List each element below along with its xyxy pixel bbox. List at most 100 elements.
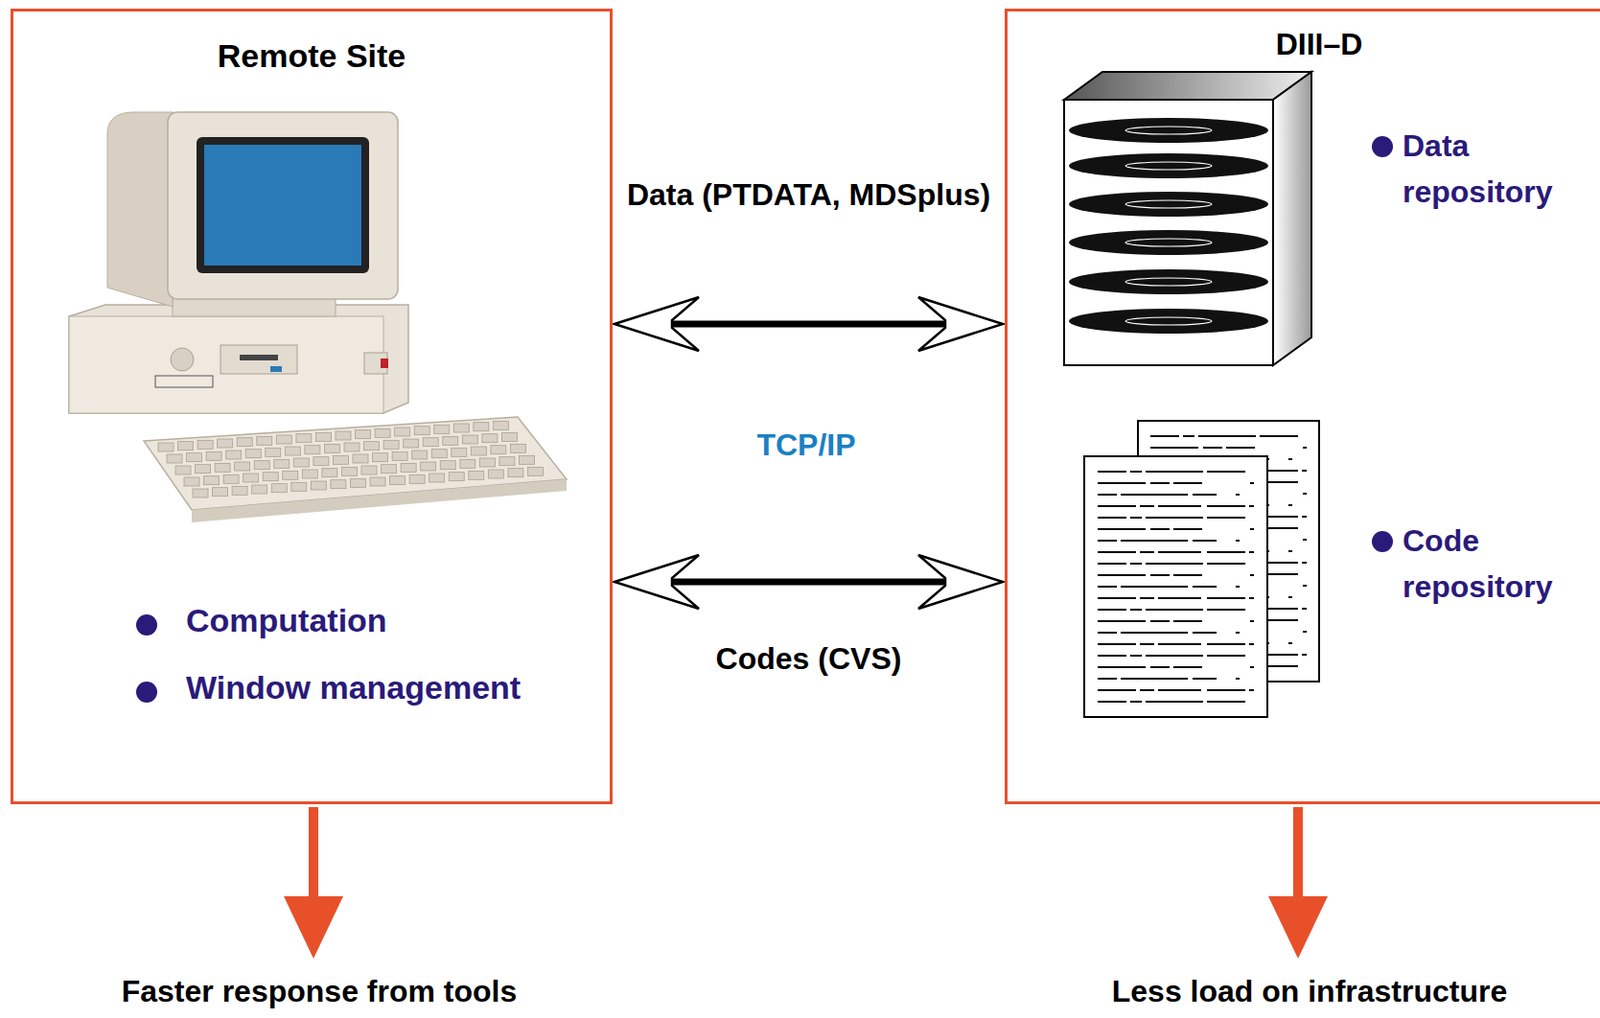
platter-hub xyxy=(1125,238,1212,247)
key xyxy=(364,441,380,451)
key xyxy=(370,477,386,487)
key xyxy=(310,481,326,490)
code-line xyxy=(1097,551,1254,554)
key xyxy=(291,482,307,491)
key xyxy=(462,435,478,444)
platter-hub xyxy=(1125,278,1212,286)
code-line xyxy=(1097,482,1254,485)
key xyxy=(501,432,517,441)
bullet-dot xyxy=(1371,531,1393,553)
platter xyxy=(1068,191,1269,217)
key xyxy=(284,446,301,456)
key xyxy=(431,449,447,459)
node-title: Remote Site xyxy=(13,36,610,75)
platter-hub xyxy=(1125,200,1212,209)
node-title: DIII–D xyxy=(1151,24,1487,64)
key xyxy=(400,463,417,472)
key xyxy=(490,445,507,455)
key xyxy=(422,438,439,447)
arrow-shaft xyxy=(308,807,319,908)
arrow-head xyxy=(614,297,699,351)
key xyxy=(508,468,524,478)
key xyxy=(335,431,351,441)
key xyxy=(487,469,504,479)
key xyxy=(262,472,279,482)
case-front xyxy=(69,316,384,414)
key xyxy=(344,442,360,452)
bullet-dot xyxy=(136,614,158,636)
bullet-item: Code repository xyxy=(1402,517,1595,610)
key xyxy=(383,440,399,449)
code-line xyxy=(1097,597,1254,600)
site-box: DIII–DData repositoryCode repository xyxy=(1004,8,1600,805)
key xyxy=(442,436,459,445)
arrow-shaft xyxy=(672,321,946,328)
key xyxy=(184,477,200,487)
key xyxy=(301,469,318,479)
arrow-head xyxy=(1268,896,1328,959)
code-line xyxy=(1097,654,1254,657)
arrow-shaft xyxy=(672,579,946,586)
key xyxy=(212,487,229,497)
code-line xyxy=(1097,539,1254,542)
key xyxy=(166,454,183,464)
key xyxy=(324,443,340,453)
platter xyxy=(1068,269,1269,295)
bullet-item: Window management xyxy=(185,668,599,707)
key xyxy=(330,480,347,489)
floppy-slot xyxy=(239,354,279,361)
key xyxy=(492,420,509,430)
key xyxy=(448,472,464,482)
cabinet-top xyxy=(1064,71,1312,100)
platter xyxy=(1068,153,1269,179)
code-line xyxy=(1097,574,1254,577)
platter-hub xyxy=(1125,162,1212,170)
platter xyxy=(1068,230,1269,256)
key xyxy=(429,473,445,483)
key xyxy=(217,439,233,448)
computer-illustration xyxy=(69,112,567,523)
site-box: Remote SiteComputationWindow management xyxy=(10,8,613,805)
outcome-arrow xyxy=(1268,807,1328,959)
floppy-drive xyxy=(220,345,298,374)
key xyxy=(282,470,299,480)
code-line xyxy=(1097,528,1254,531)
key xyxy=(451,447,467,457)
code-line xyxy=(1097,516,1254,519)
key xyxy=(482,434,498,443)
key xyxy=(374,428,391,438)
code-line xyxy=(1097,620,1254,623)
arrow-head xyxy=(283,896,344,959)
key xyxy=(175,465,191,475)
code-line xyxy=(1097,562,1254,565)
key xyxy=(234,462,251,471)
code-line xyxy=(1097,689,1254,692)
screen-bezel xyxy=(196,137,370,274)
outcome-label: Faster response from tools xyxy=(121,972,518,1011)
code-line xyxy=(1097,643,1254,646)
key xyxy=(352,454,369,464)
code-line xyxy=(1097,631,1254,634)
monitor-front xyxy=(167,112,398,300)
case-vent xyxy=(155,375,213,388)
data-storage-illustration xyxy=(1064,71,1312,366)
key xyxy=(274,459,290,468)
key xyxy=(243,473,259,483)
edge-label: Data (PTDATA, MDSplus) xyxy=(626,170,992,219)
key xyxy=(499,457,515,466)
key xyxy=(206,451,222,461)
key xyxy=(231,486,248,495)
code-line xyxy=(1097,505,1254,508)
key xyxy=(271,484,287,493)
outcome-arrow xyxy=(283,807,344,959)
key xyxy=(453,423,469,433)
key xyxy=(214,463,231,472)
key xyxy=(479,458,495,467)
key xyxy=(403,439,419,448)
key xyxy=(195,464,211,474)
key xyxy=(414,426,430,436)
code-pages-illustration xyxy=(1084,420,1320,718)
code-line xyxy=(1097,700,1254,703)
